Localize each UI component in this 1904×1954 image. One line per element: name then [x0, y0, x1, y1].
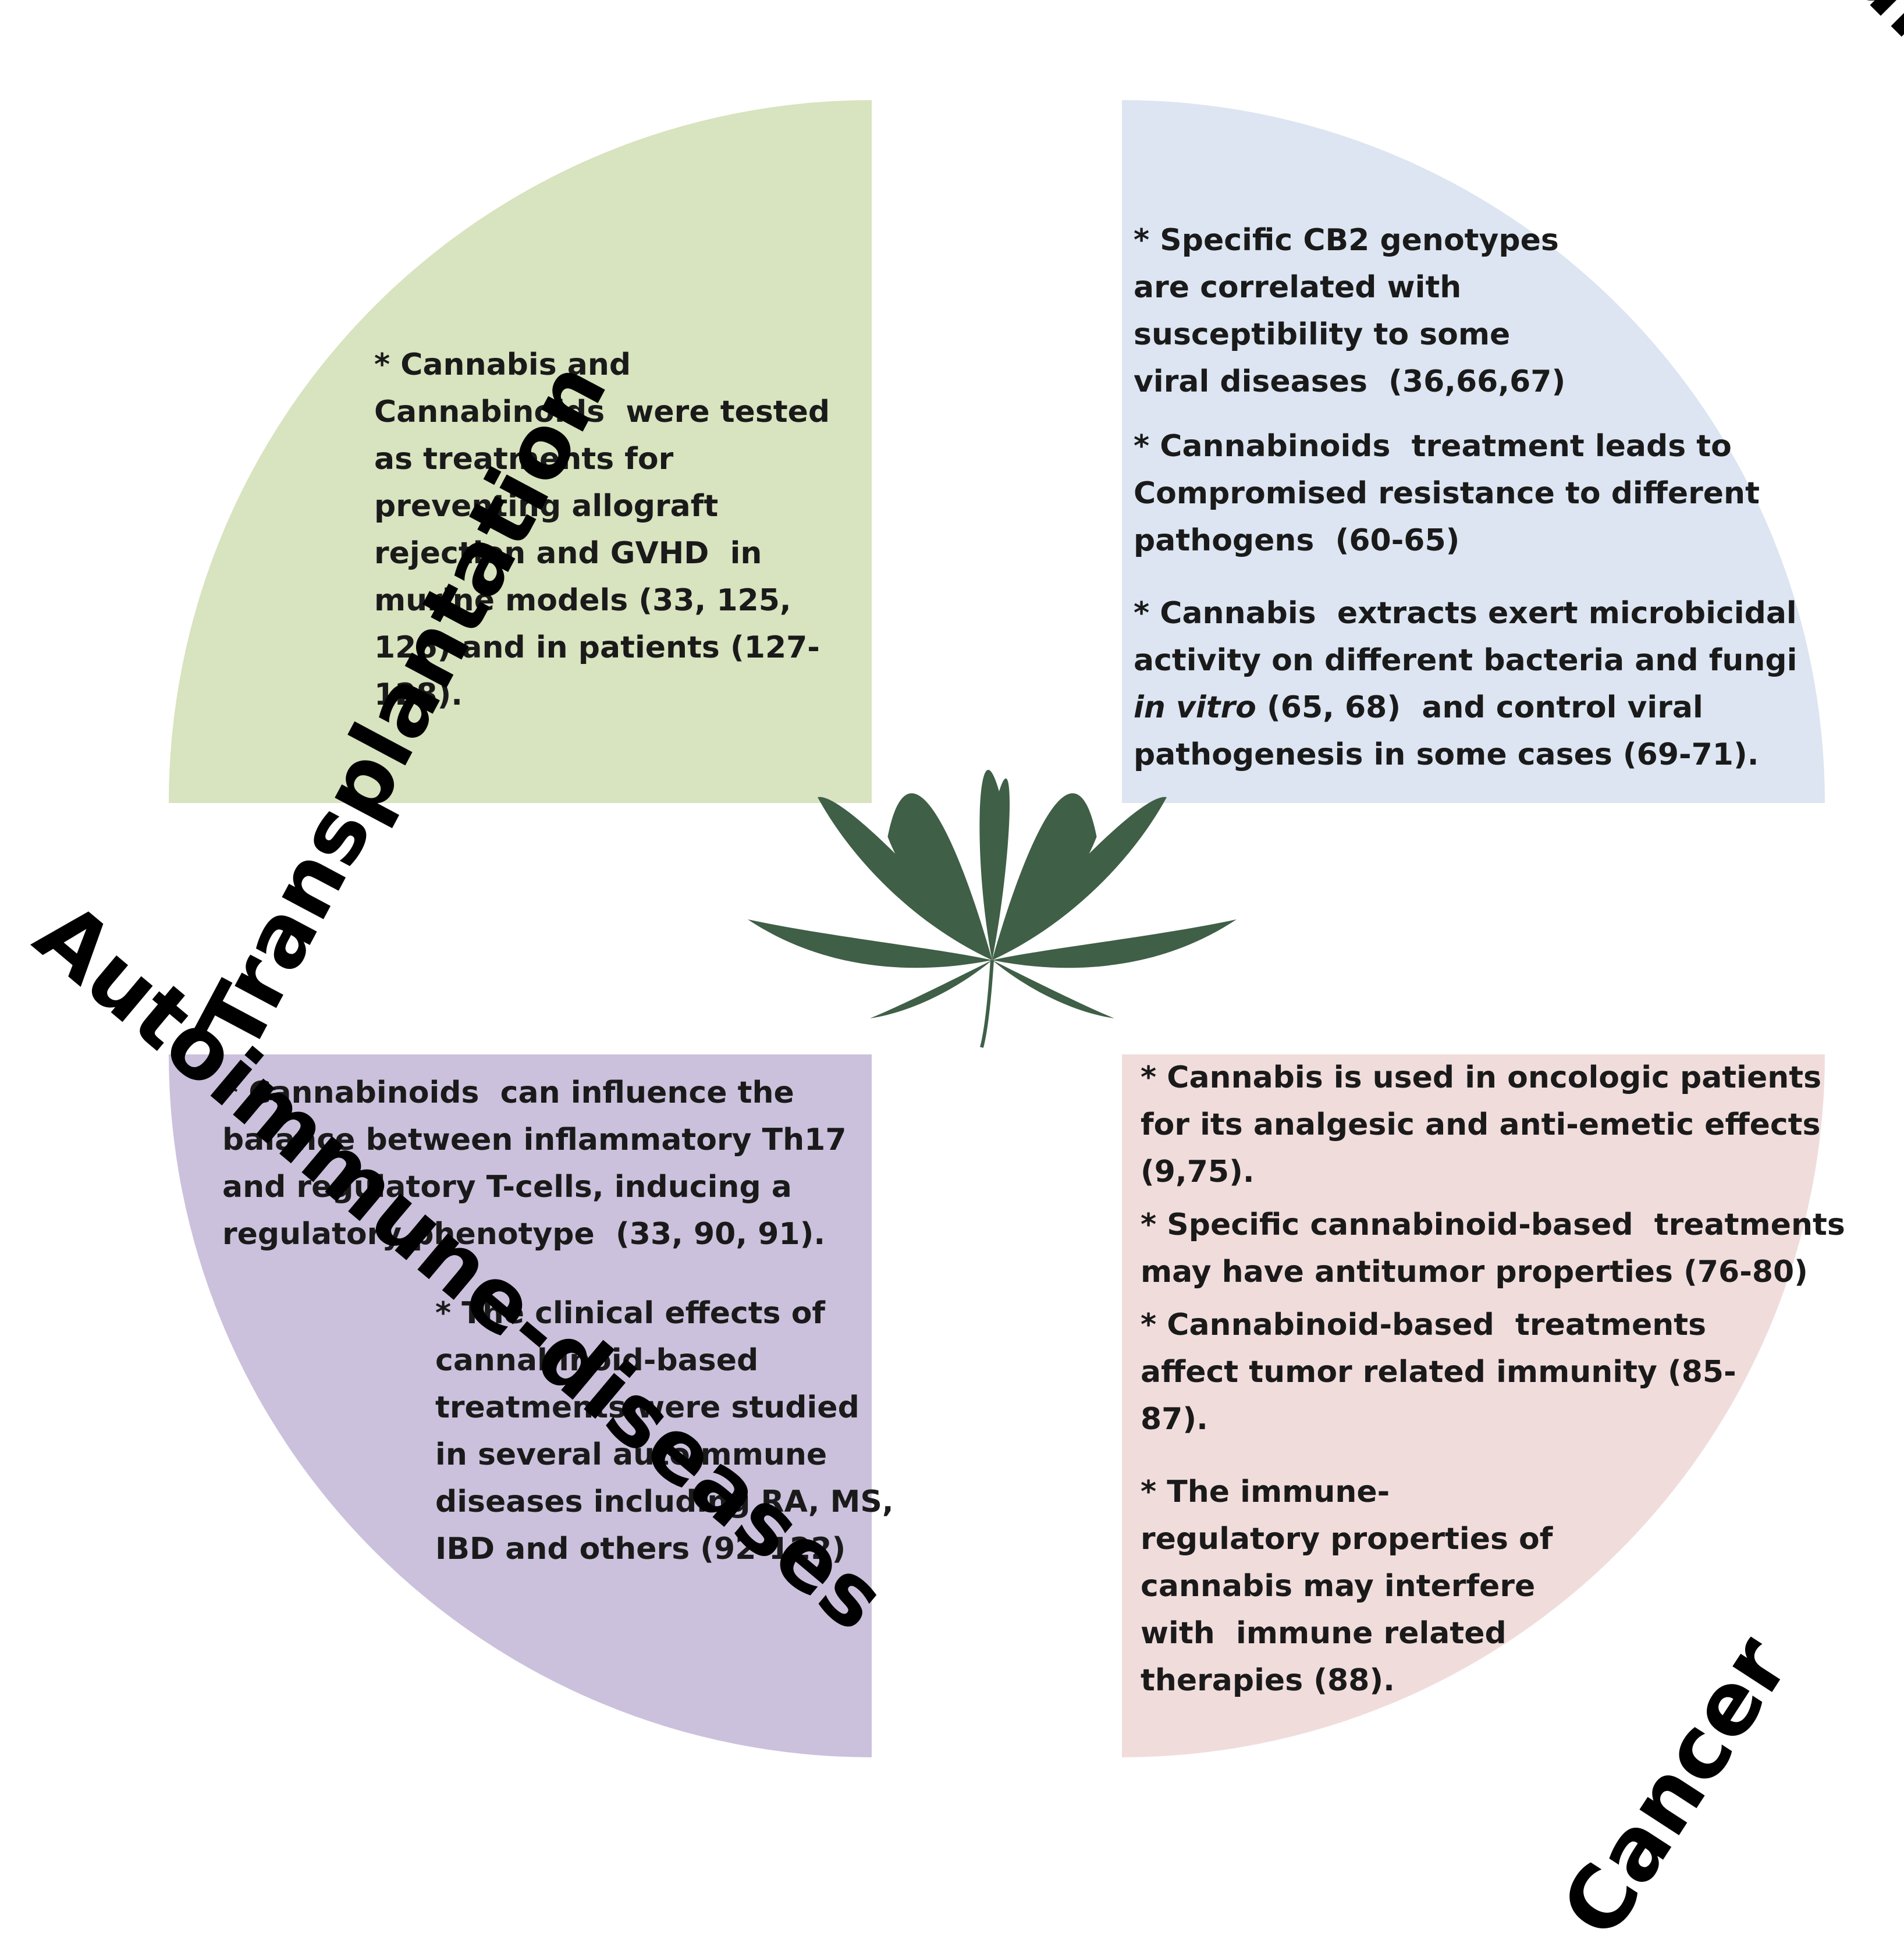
text-line: IBD and others (92-122)	[435, 1532, 846, 1566]
text-line: activity on different bacteria and fungi	[1134, 643, 1798, 678]
text-line: cannabis may interfere	[1141, 1569, 1536, 1604]
infectious-diseases-text: * Specific CB2 genotypes are correlated w…	[1134, 217, 1797, 779]
cannabis-leaf-icon	[748, 769, 1237, 1048]
text-line: for its analgesic and anti-emetic effect…	[1141, 1107, 1821, 1142]
text-line: Compromised resistance to different	[1134, 476, 1760, 511]
text-line: 128).	[374, 677, 463, 712]
text-line: 87).	[1141, 1402, 1208, 1437]
text-line: * Specific CB2 genotypes	[1134, 223, 1559, 258]
infectious-diseases-quadrant	[1122, 100, 1825, 803]
text-line: pathogens (60-65)	[1134, 523, 1460, 558]
text-line: as treatments for	[374, 442, 674, 477]
text-line: * Cannabinoid-based treatments	[1141, 1308, 1707, 1342]
text-line: * Specific cannabinoid-based treatments	[1141, 1207, 1845, 1242]
text-line: murine models (33, 125,	[374, 583, 791, 618]
text-line: viral diseases (36,66,67)	[1134, 364, 1566, 399]
text-line: * Cannabinoids treatment leads to	[1134, 429, 1732, 464]
cancer-text: * Cannabis is used in oncologic patients…	[1141, 1054, 1845, 1704]
text-line: * Cannabis is used in oncologic patients	[1141, 1060, 1822, 1095]
text-line: balance between inflammatory Th17	[222, 1122, 847, 1157]
autoimmune-diseases-text-top: * Cannabinoids can influence the balance …	[222, 1070, 847, 1258]
autoimmune-diseases-text-bottom: * The clinical effects of cannabinoid-bas…	[435, 1290, 894, 1573]
text-line: and regulatory T-cells, inducing a	[222, 1170, 792, 1205]
text-line: diseases including RA, MS,	[435, 1484, 894, 1519]
diagram-canvas	[169, 100, 1825, 1757]
text-line: affect tumor related immunity (85-	[1141, 1355, 1736, 1390]
text-line: are correlated with	[1134, 270, 1462, 305]
transplantation-quadrant	[169, 100, 872, 803]
text-line: treatments were studied	[435, 1390, 859, 1425]
text-line: therapies (88).	[1141, 1663, 1395, 1698]
text-line: may have antitumor properties (76-80)	[1141, 1255, 1808, 1289]
cancer-quadrant	[1122, 1054, 1825, 1757]
text-line: with immune related	[1141, 1616, 1507, 1651]
text-line: in several autoimmune	[435, 1437, 827, 1472]
text-line: in vitro (65, 68) and control viral	[1134, 690, 1703, 725]
text-line: rejection and GVHD in	[374, 536, 762, 571]
text-line: pathogenesis in some cases (69-71).	[1134, 737, 1759, 772]
text-line: regulatory phenotype (33, 90, 91).	[222, 1217, 826, 1252]
text-line: regulatory properties of	[1141, 1522, 1553, 1557]
text-line: * The immune-	[1141, 1475, 1390, 1509]
text-line: cannabinoid-based	[435, 1343, 759, 1378]
text-line: * Cannabis extracts exert microbicidal	[1134, 596, 1797, 631]
text-line: preventing allograft	[374, 489, 719, 524]
autoimmune-diseases-quadrant	[169, 1054, 872, 1757]
text-line: Cannabinoids were tested	[374, 395, 830, 429]
text-line: susceptibility to some	[1134, 317, 1511, 352]
text-line: * The clinical effects of	[435, 1296, 826, 1331]
text-line: * Cannabinoids can influence the	[222, 1075, 794, 1110]
text-line: 126) and in patients (127-	[374, 630, 820, 665]
text-line: * Cannabis and	[374, 347, 631, 382]
text-line: (9,75).	[1141, 1154, 1255, 1189]
